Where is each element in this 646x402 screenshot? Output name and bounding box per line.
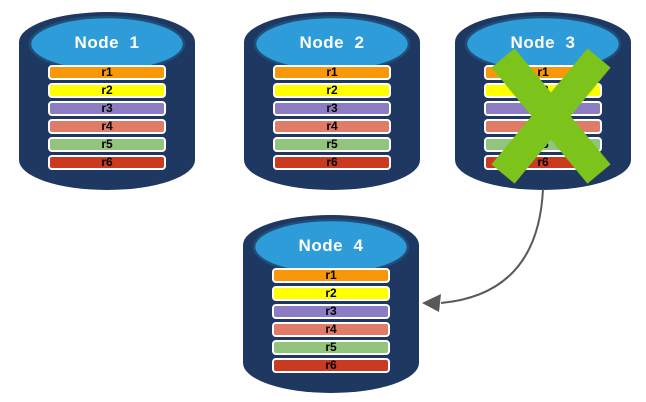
node-1: Node 1 r1 r2 r3 r4 r5 r6 xyxy=(17,8,197,194)
row-r4: r4 xyxy=(273,119,391,134)
node-title: Node 1 xyxy=(74,33,140,52)
row-r4: r4 xyxy=(48,119,166,134)
row-r5: r5 xyxy=(48,137,166,152)
node-title: Node 4 xyxy=(298,236,364,255)
row-r1: r1 xyxy=(48,65,166,80)
node-4: Node 4 r1 r2 r3 r4 r5 r6 xyxy=(241,211,421,397)
node-title: Node 3 xyxy=(510,33,576,52)
row-r2: r2 xyxy=(272,286,390,301)
row-r2: r2 xyxy=(273,83,391,98)
row-r5: r5 xyxy=(273,137,391,152)
row-r6: r6 xyxy=(272,358,390,373)
row-r3: r3 xyxy=(273,101,391,116)
node-title: Node 2 xyxy=(299,33,365,52)
node-3: Node 3 r1 r2 r3 r4 r5 r6 xyxy=(453,8,633,194)
row-r3: r3 xyxy=(272,304,390,319)
row-r6: r6 xyxy=(48,155,166,170)
row-r3: r3 xyxy=(48,101,166,116)
row-r2: r2 xyxy=(48,83,166,98)
node-2-rows: r1 r2 r3 r4 r5 r6 xyxy=(273,65,391,173)
row-r1: r1 xyxy=(273,65,391,80)
row-r5: r5 xyxy=(272,340,390,355)
row-r4: r4 xyxy=(272,322,390,337)
node-4-rows: r1 r2 r3 r4 r5 r6 xyxy=(272,268,390,376)
row-r6: r6 xyxy=(273,155,391,170)
failure-x-icon xyxy=(491,48,611,184)
node-1-rows: r1 r2 r3 r4 r5 r6 xyxy=(48,65,166,173)
node-2: Node 2 r1 r2 r3 r4 r5 r6 xyxy=(242,8,422,194)
row-r1: r1 xyxy=(272,268,390,283)
